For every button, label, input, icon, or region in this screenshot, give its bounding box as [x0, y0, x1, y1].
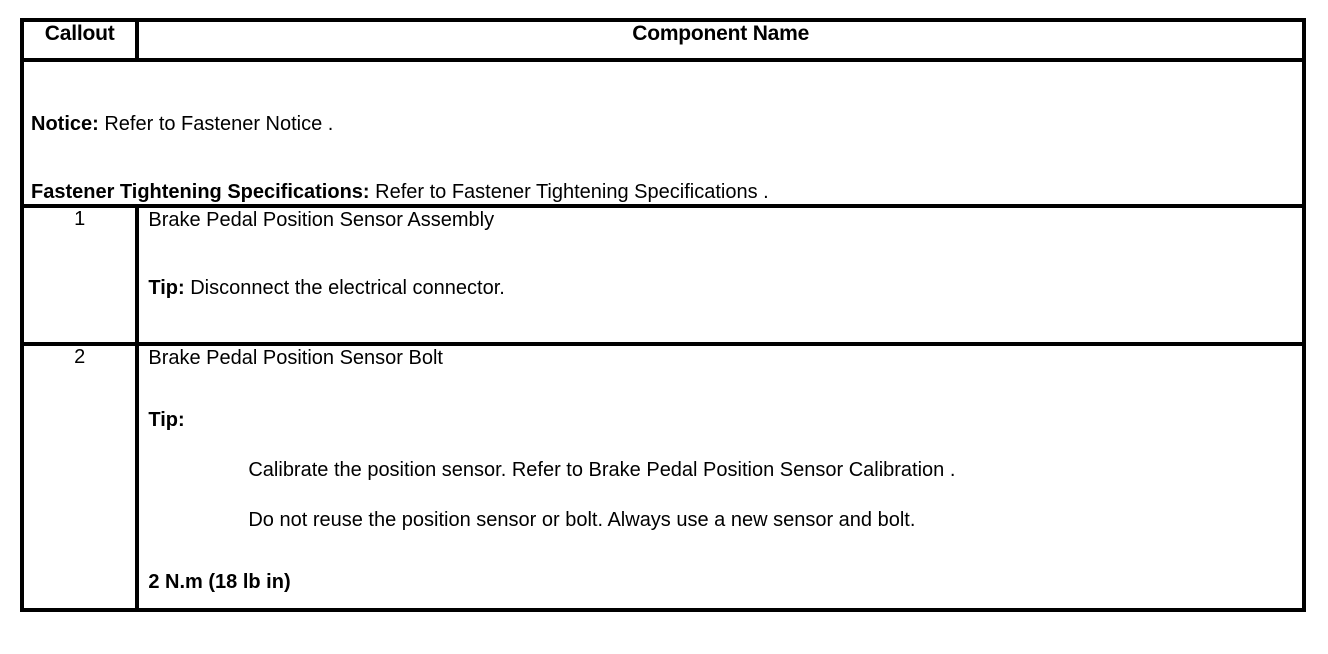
tip-text-1: Disconnect the electrical connector.	[190, 277, 505, 299]
spacer	[139, 232, 1302, 276]
table-header-row: Callout Component Name	[19, 18, 1306, 62]
component-cell-2: Brake Pedal Position Sensor Bolt Tip: Ca…	[135, 342, 1306, 612]
callout-number-2: 2	[19, 342, 140, 612]
component-cell-1: Brake Pedal Position Sensor Assembly Tip…	[135, 204, 1306, 346]
fastener-specs-text: Refer to Fastener Tightening Specificati…	[375, 181, 769, 203]
tip-item-calibrate: Calibrate the position sensor. Refer to …	[248, 459, 956, 481]
notice-label: Notice:	[31, 113, 99, 135]
table-row: 2 Brake Pedal Position Sensor Bolt Tip: …	[19, 342, 1306, 612]
notice-row: Notice: Refer to Fastener Notice . Faste…	[20, 58, 1306, 208]
callout-number-1: 1	[19, 204, 140, 346]
tip-item-no-reuse: Do not reuse the position sensor or bolt…	[248, 509, 916, 531]
component-table: Callout Component Name Notice: Refer to …	[19, 18, 1306, 612]
header-component-name: Component Name	[135, 18, 1306, 62]
tip-label-1: Tip:	[148, 277, 185, 299]
fastener-specs-label: Fastener Tightening Specifications:	[31, 181, 370, 203]
component-tip-2: Tip:	[139, 408, 1302, 432]
spacer	[139, 370, 1302, 408]
tip-label-2: Tip:	[148, 409, 185, 431]
spacer	[139, 482, 1302, 508]
notice-fastener-notice: Notice: Refer to Fastener Notice .	[24, 112, 1302, 136]
component-title-1: Brake Pedal Position Sensor Assembly	[148, 209, 495, 231]
table-row: 1 Brake Pedal Position Sensor Assembly T…	[19, 204, 1306, 346]
component-tip-1: Tip: Disconnect the electrical connector…	[139, 276, 1302, 300]
notice-fastener-specs: Fastener Tightening Specifications: Refe…	[24, 180, 1302, 204]
header-callout: Callout	[19, 18, 140, 62]
spacer	[139, 532, 1302, 570]
notice-cell: Notice: Refer to Fastener Notice . Faste…	[20, 58, 1306, 208]
spacer	[139, 432, 1302, 458]
component-title-2: Brake Pedal Position Sensor Bolt	[148, 347, 443, 369]
notice-text: Refer to Fastener Notice .	[104, 113, 334, 135]
torque-specification: 2 N.m (18 lb in)	[148, 571, 291, 593]
